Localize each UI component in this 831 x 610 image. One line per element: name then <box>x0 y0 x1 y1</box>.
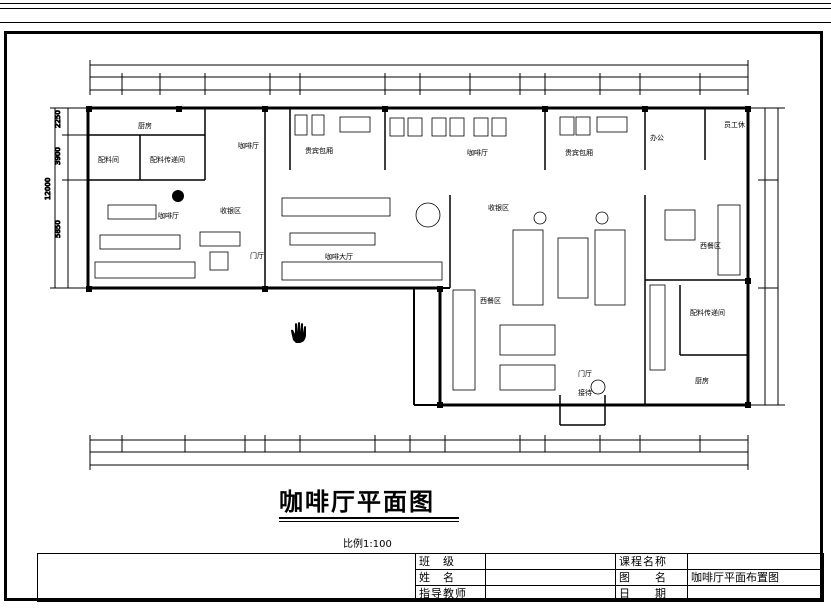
class-label: 班 级 <box>415 553 486 570</box>
top-rule-2 <box>0 8 831 9</box>
room-prep-pass-right: 配料传递间 <box>690 308 725 317</box>
room-labels: 厨房 配料间 配料传递间 咖啡厅 咖啡厅 贵宾包厢 贵宾包厢 咖啡厅 收银区 门… <box>98 120 745 397</box>
room-western-left: 西餐区 <box>480 296 501 305</box>
dim-left-3: 12000 <box>44 178 52 200</box>
name-label: 姓 名 <box>415 569 486 586</box>
date-value <box>687 585 824 602</box>
drawing-scale: 比例1:100 <box>343 539 392 550</box>
name-value <box>485 569 616 586</box>
room-cashier-left: 收银区 <box>220 206 241 215</box>
drawing-name-value: 咖啡厅平面布置图 <box>687 569 824 586</box>
room-cafe-top: 咖啡厅 <box>238 141 259 150</box>
furniture <box>94 114 741 395</box>
top-dimension-lines <box>89 60 749 95</box>
room-prep: 配料间 <box>98 155 119 164</box>
bottom-dimension-lines <box>89 435 749 470</box>
dim-left-4: 5850 <box>54 220 62 238</box>
room-kitchen-right: 厨房 <box>695 376 709 385</box>
title-block-blank <box>37 553 416 602</box>
title-block-row: 班 级 课程名称 <box>37 553 824 602</box>
room-entrance-bottom: 门厅 <box>578 369 592 378</box>
title-underline-thick <box>279 517 459 519</box>
room-western-right: 西餐区 <box>700 241 721 250</box>
room-cafe-left: 咖啡厅 <box>158 211 179 220</box>
room-entrance-left: 门厅 <box>250 251 264 260</box>
course-value <box>687 553 824 570</box>
teacher-label: 指导教师 <box>415 585 486 602</box>
building-walls <box>86 106 750 426</box>
room-cafe-hall: 咖啡大厅 <box>325 252 353 261</box>
room-cafe-top-right: 咖啡厅 <box>467 148 488 157</box>
course-label: 课程名称 <box>615 553 688 570</box>
teacher-value <box>485 585 616 602</box>
right-dimension-lines <box>750 107 785 406</box>
top-rule-3 <box>0 22 831 23</box>
title-block-row: 指导教师 日 期 <box>38 585 824 602</box>
top-rule-1 <box>0 3 831 4</box>
room-reception: 接待 <box>578 388 592 397</box>
dim-left-2: 3900 <box>54 147 62 165</box>
left-dimension-lines: 2250 3900 12000 5850 <box>44 107 88 289</box>
hand-cursor-icon <box>291 322 306 343</box>
title-underline-thin <box>279 521 459 522</box>
drawing-name-label: 图 名 <box>615 569 688 586</box>
room-prep-pass-left: 配料传递间 <box>150 155 185 164</box>
room-office: 办公 <box>650 133 664 142</box>
room-cashier-right: 收银区 <box>488 203 509 212</box>
columns <box>86 106 751 408</box>
room-vip-left: 贵宾包厢 <box>305 146 333 155</box>
title-block: 班 级 课程名称 姓 名 图 名 咖啡厅平面布置图 指导教师 日 期 <box>37 553 824 602</box>
room-kitchen-left: 厨房 <box>138 121 152 130</box>
class-value <box>485 553 616 570</box>
dim-left-1: 2250 <box>54 110 62 128</box>
date-label: 日 期 <box>615 585 688 602</box>
room-vip-right: 贵宾包厢 <box>565 148 593 157</box>
room-staff-wc: 员工休 <box>724 120 745 129</box>
drawing-title: 咖啡厅平面图 <box>279 488 435 516</box>
